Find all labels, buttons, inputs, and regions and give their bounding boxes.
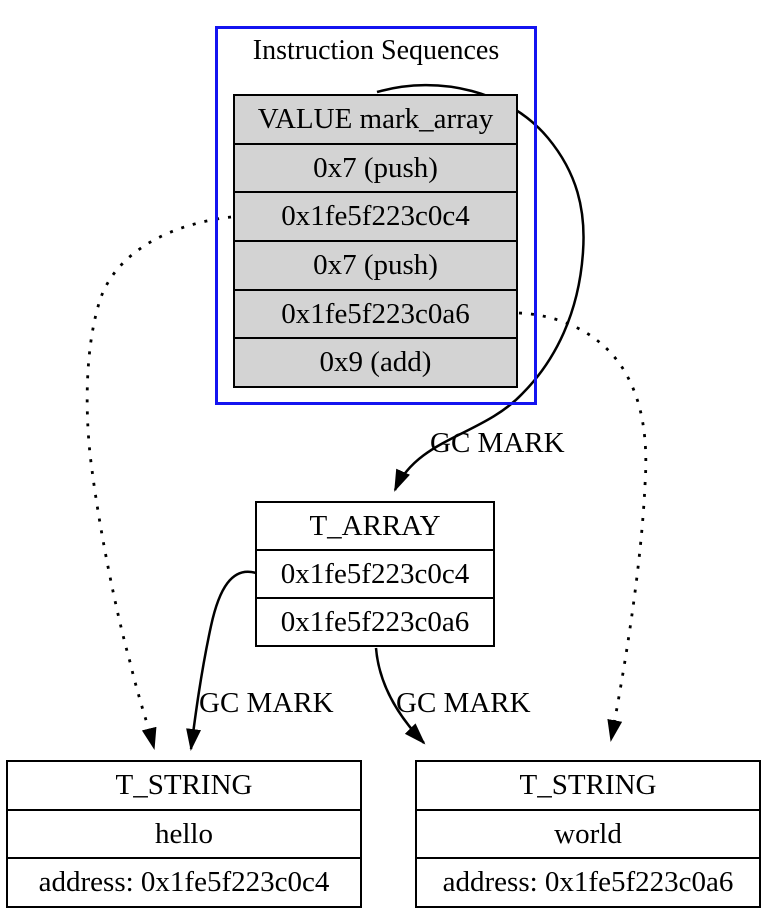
edge-gc-mark-array-to-hello: [186, 570, 257, 751]
iseq-row-push-1: 0x7 (push): [235, 144, 516, 194]
t-array-slot-c0a6: 0x1fe5f223c0a6: [280, 605, 470, 638]
t-string-world-value: world: [417, 811, 759, 860]
cluster-instruction-sequences: Instruction Sequences: [215, 26, 537, 405]
t-string-hello-value: hello: [8, 811, 360, 860]
iseq-row-addr-c0c4: 0x1fe5f223c0c4: [235, 193, 516, 243]
cluster-title: Instruction Sequences: [252, 35, 500, 66]
node-instruction-sequence: VALUE mark_array 0x7 (push) 0x1fe5f223c0…: [233, 94, 518, 388]
node-t-array: T_ARRAY 0x1fe5f223c0c4 0x1fe5f223c0a6: [255, 501, 495, 647]
iseq-row-add: 0x9 (add): [235, 339, 516, 387]
iseq-row-push-2: 0x7 (push): [235, 242, 516, 291]
t-array-slot-c0c4: 0x1fe5f223c0c4: [257, 551, 493, 599]
node-t-string-hello: T_STRING hello address: 0x1fe5f223c0c4: [6, 760, 362, 908]
iseq-row-mark-array: VALUE mark_array: [235, 96, 516, 145]
edge-label-gc-mark-1: GC MARK: [430, 427, 565, 459]
node-t-string-world: T_STRING world address: 0x1fe5f223c0a6: [415, 760, 761, 908]
edge-gc-mark-array-to-world: [374, 647, 426, 745]
iseq-row-addr-c0a6: 0x1fe5f223c0a6: [235, 290, 516, 340]
t-array-title: T_ARRAY: [257, 503, 493, 551]
t-string-hello-address: address: 0x1fe5f223c0c4: [38, 866, 330, 899]
t-string-world-address: address: 0x1fe5f223c0a6: [442, 866, 734, 899]
edge-label-gc-mark-3: GC MARK: [396, 687, 531, 719]
t-string-world-title: T_STRING: [417, 762, 759, 811]
edge-label-gc-mark-2: GC MARK: [199, 687, 334, 719]
edge-dotted-iseq-to-hello: [85, 215, 232, 750]
t-string-hello-title: T_STRING: [8, 762, 360, 811]
